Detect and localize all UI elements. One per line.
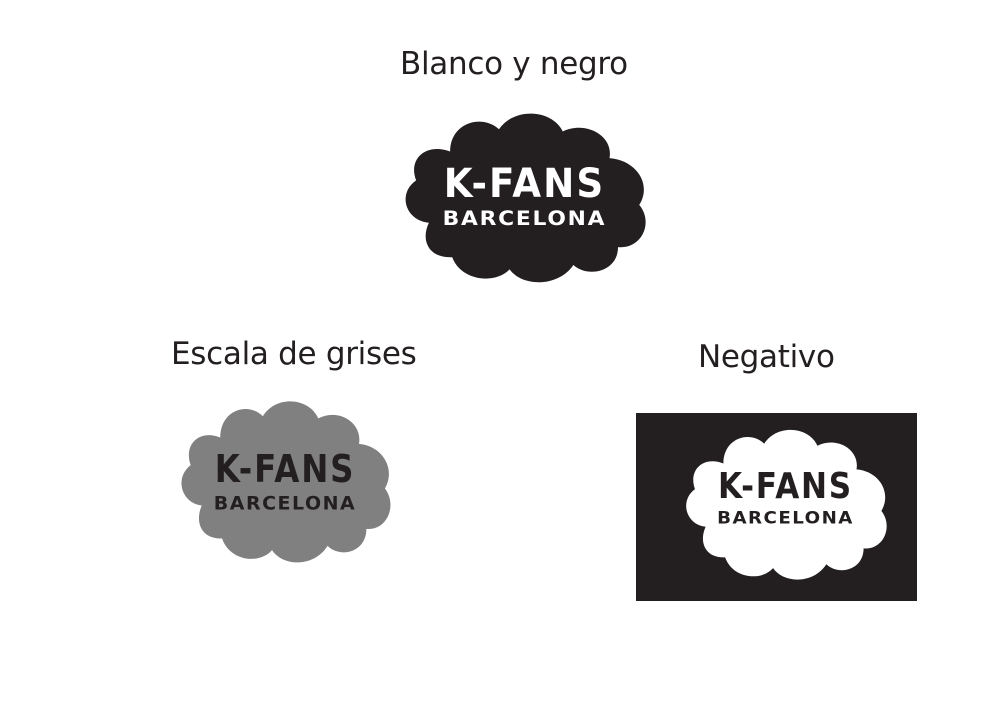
variant-title-black-white: Blanco y negro — [400, 46, 628, 82]
cloud-shape-gray — [181, 401, 391, 563]
variant-title-negative: Negativo — [698, 339, 835, 375]
logo-city-line: BARCELONA — [717, 508, 854, 528]
cloud-shape-white — [686, 429, 887, 580]
logo-negative: K-FANS BARCELONA — [686, 429, 887, 580]
logo-city-line: BARCELONA — [443, 208, 607, 230]
cloud-shape-black — [405, 113, 646, 283]
logo-black-white: K-FANS BARCELONA — [405, 113, 646, 283]
logo-name-line: K-FANS — [718, 465, 853, 506]
logo-name-line: K-FANS — [215, 448, 356, 492]
logo-city-line: BARCELONA — [214, 494, 356, 515]
variant-title-grayscale: Escala de grises — [171, 336, 417, 372]
logo-grayscale: K-FANS BARCELONA — [181, 401, 391, 563]
logo-name-line: K-FANS — [444, 161, 606, 207]
